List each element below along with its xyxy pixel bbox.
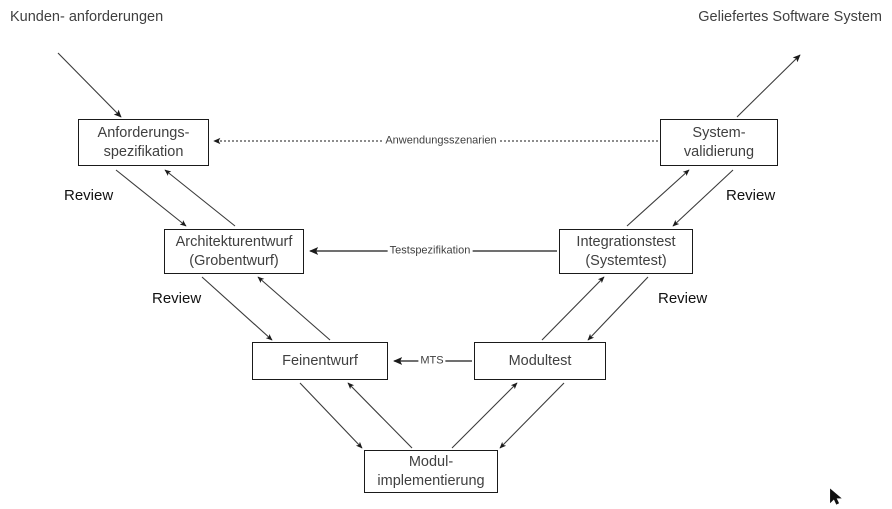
- node-label-line2: (Systemtest): [585, 252, 667, 269]
- label-review-left-top: Review: [64, 187, 114, 204]
- node-feinentwurf[interactable]: Feinentwurf: [252, 342, 388, 380]
- node-label-line1: Feinentwurf: [282, 352, 358, 369]
- edge-label-anwendungsszenarien: Anwendungsszenarien: [383, 134, 499, 147]
- node-label-line2: validierung: [683, 143, 755, 160]
- node-integrationstest[interactable]: Integrationstest (Systemtest): [559, 229, 693, 274]
- edge-architekturentwurf-to-anforderungsspezifikation: [164, 169, 236, 227]
- node-label-line1: Modultest: [508, 352, 572, 369]
- edge-label-testspezifikation: Testspezifikation: [387, 244, 473, 257]
- node-label-line1: Integrationstest: [576, 233, 676, 250]
- label-review-right-bottom: Review: [658, 290, 708, 307]
- edge-modulimplementierung-to-feinentwurf: [347, 382, 413, 449]
- node-label-line2: implementierung: [377, 472, 485, 489]
- node-anforderungsspezifikation[interactable]: Anforderungs- spezifikation: [78, 119, 209, 166]
- edge-systemvalidierung-to-integrationstest: [672, 169, 734, 227]
- edge-integrationstest-to-systemvalidierung: [626, 169, 690, 227]
- node-label-line2: (Grobentwurf): [189, 252, 279, 269]
- edge-kundenanforderungen-to-anforderungsspezifikation: [57, 52, 122, 118]
- label-line1: Geliefertes Software: [698, 9, 830, 25]
- node-label-line1: Anforderungs-: [97, 124, 190, 141]
- edge-modulimplementierung-to-modultest: [451, 382, 518, 449]
- edge-label-mts: MTS: [418, 354, 446, 367]
- node-modulimplementierung[interactable]: Modul- implementierung: [364, 450, 498, 493]
- node-modultest[interactable]: Modultest: [474, 342, 606, 380]
- edge-modultest-to-modulimplementierung: [499, 382, 565, 449]
- label-geliefertes-software-system: Geliefertes Software System: [698, 8, 882, 27]
- label-line2: anforderungen: [68, 9, 164, 25]
- edge-modultest-to-integrationstest: [541, 276, 605, 341]
- edge-architekturentwurf-to-feinentwurf: [201, 276, 273, 341]
- label-review-left-bottom: Review: [152, 290, 202, 307]
- node-systemvalidierung[interactable]: System- validierung: [660, 119, 778, 166]
- label-line2: System: [833, 9, 882, 25]
- mouse-pointer-icon: [830, 488, 842, 505]
- label-kundenanforderungen: Kunden- anforderungen: [10, 8, 163, 27]
- node-label-line1: Modul-: [408, 453, 454, 470]
- edge-systemvalidierung-to-geliefertes-system: [736, 54, 801, 118]
- node-label-line1: System-: [692, 124, 746, 141]
- edge-integrationstest-to-modultest: [587, 276, 649, 341]
- edge-feinentwurf-to-architekturentwurf: [257, 276, 331, 341]
- label-review-right-top: Review: [726, 187, 776, 204]
- label-line1: Kunden-: [10, 9, 65, 25]
- node-label-line2: spezifikation: [103, 143, 184, 160]
- edge-feinentwurf-to-modulimplementierung: [299, 382, 363, 449]
- edge-anforderungsspezifikation-to-architekturentwurf: [115, 169, 187, 227]
- node-label-line1: Architekturentwurf: [175, 233, 293, 250]
- node-architekturentwurf[interactable]: Architekturentwurf (Grobentwurf): [164, 229, 304, 274]
